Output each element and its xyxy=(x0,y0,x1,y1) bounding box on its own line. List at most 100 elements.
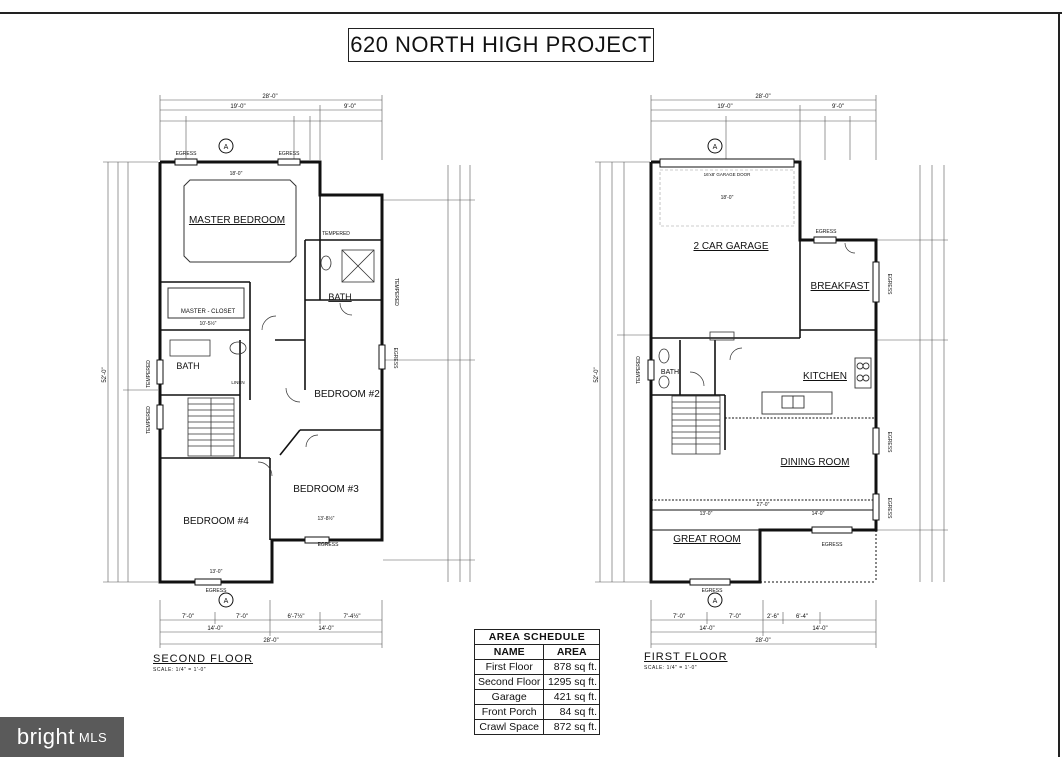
table-row: Garage 421 sq ft. xyxy=(473,689,600,705)
hall-bath-label: BATH xyxy=(176,361,199,371)
second-bottom-dim-a: 7'-0" xyxy=(182,614,194,620)
second-overall-bottom-dim: 28'-0" xyxy=(263,638,278,644)
master-closet-label: MASTER - CLOSET xyxy=(181,309,236,315)
area-row-value: 878 sq ft. xyxy=(543,659,600,675)
first-floor-flush-beams xyxy=(651,417,876,501)
second-floor-plan: 28'-0" 19'-0" 9'-0" 52'-0" xyxy=(102,94,475,648)
area-row-value: 872 sq ft. xyxy=(543,719,600,735)
bedroom-4-width-dim: 13'-0" xyxy=(210,569,223,575)
second-bottom-dim-d: 7'-4½" xyxy=(344,613,361,620)
first-egress-note-a: EGRESS xyxy=(816,229,838,235)
area-schedule-header-area: AREA xyxy=(543,644,600,660)
first-tempered-note-a: TEMPERED xyxy=(636,356,642,384)
second-floor-scale: SCALE: 1/4" = 1'-0" xyxy=(153,667,207,673)
first-floor-bath-fixtures xyxy=(658,331,735,389)
first-overall-bottom-dim: 28'-0" xyxy=(755,638,770,644)
area-row-name: Garage xyxy=(473,689,545,705)
second-left-overall-dim: 52'-0" xyxy=(102,367,108,382)
bedroom-2-label: BEDROOM #2 xyxy=(314,389,380,400)
first-floor-top-dimensions xyxy=(650,95,877,160)
area-row-name: Second Floor xyxy=(473,674,545,690)
first-egress-note-e: EGRESS xyxy=(702,588,724,594)
second-floor-windows xyxy=(156,158,386,586)
first-egress-note-c: EGRESS xyxy=(886,432,892,454)
garage-width-note: 18'-0" xyxy=(721,195,734,201)
second-floor-top-dimensions xyxy=(159,95,383,160)
first-top-left-dim: 19'-0" xyxy=(717,104,732,110)
second-overall-top-dim: 28'-0" xyxy=(262,94,277,100)
first-floor-scale: SCALE: 1/4" = 1'-0" xyxy=(644,665,698,671)
second-floor-right-dimensions xyxy=(383,165,475,582)
linen-note: LINEN xyxy=(231,380,244,385)
first-egress-note-d: EGRESS xyxy=(886,498,892,520)
second-tempered-note-a: TEMPERED xyxy=(322,231,350,237)
first-floor-title: FIRST FLOOR xyxy=(644,651,728,663)
area-schedule-table: AREA SCHEDULE NAME AREA First Floor 878 … xyxy=(473,629,600,735)
second-egress-note-d: EGRESS xyxy=(318,542,340,548)
first-bottom-dim-d: 6'-4" xyxy=(796,614,808,620)
second-bottom-dim-f: 14'-0" xyxy=(318,626,333,632)
bedroom-3-label: BEDROOM #3 xyxy=(293,484,359,495)
second-egress-note-e: EGRESS xyxy=(392,348,398,370)
second-tempered-note-c: TEMPERED xyxy=(146,360,152,388)
svg-text:A: A xyxy=(224,144,229,151)
mls-suffix-text: MLS xyxy=(78,729,108,745)
first-floor-stairs xyxy=(671,395,721,455)
second-top-left-dim: 19'-0" xyxy=(230,104,245,110)
second-tempered-note-b: TEMPERED xyxy=(393,278,399,306)
first-top-right-dim: 9'-0" xyxy=(832,104,844,110)
second-floor-bottom-dimensions xyxy=(159,600,383,648)
drawing-frame-top xyxy=(0,12,1062,14)
second-floor-stairs xyxy=(187,397,235,457)
first-floor-bottom-dimensions xyxy=(650,600,877,648)
area-row-value: 421 sq ft. xyxy=(543,689,600,705)
svg-text:A: A xyxy=(713,598,718,605)
table-row: Front Porch 84 sq ft. xyxy=(473,704,600,720)
second-bottom-dim-c: 6'-7½" xyxy=(288,613,305,620)
area-schedule-caption: AREA SCHEDULE xyxy=(474,629,600,645)
first-bottom-dim-a: 7'-0" xyxy=(673,614,685,620)
garage-door-note: 16'x8' GARAGE DOOR xyxy=(704,172,751,177)
garage-door-track xyxy=(659,169,795,227)
first-egress-note-f: EGRESS xyxy=(822,542,844,548)
master-width-dim: 18'-0" xyxy=(230,171,243,177)
kitchen-label: KITCHEN xyxy=(803,371,847,382)
first-bath-label: BATH xyxy=(661,369,679,376)
plan-title: 620 NORTH HIGH PROJECT xyxy=(348,28,654,62)
svg-text:A: A xyxy=(224,598,229,605)
first-egress-note-b: EGRESS xyxy=(886,274,892,296)
first-overall-top-dim: 28'-0" xyxy=(755,94,770,100)
second-tempered-note-d: TEMPERED xyxy=(146,406,152,434)
first-bottom-dim-e: 14'-0" xyxy=(699,626,714,632)
svg-text:A: A xyxy=(713,144,718,151)
second-bottom-dim-b: 7'-0" xyxy=(236,614,248,620)
first-bottom-dim-f: 14'-0" xyxy=(812,626,827,632)
bedroom-3-width-dim: 13'-8½" xyxy=(318,515,335,522)
master-closet-shelf xyxy=(167,287,245,319)
second-floor-door-swings xyxy=(257,302,353,477)
second-floor-section-markers: A A xyxy=(218,138,234,608)
area-row-name: Crawl Space xyxy=(473,719,545,735)
drawing-frame-right xyxy=(1058,12,1060,757)
area-row-value: 1295 sq ft. xyxy=(543,674,600,690)
second-floor-left-dimensions xyxy=(103,161,158,583)
first-floor-interior-walls xyxy=(651,240,876,450)
great-room-label: GREAT ROOM xyxy=(673,534,740,545)
first-floor-windows xyxy=(647,236,880,586)
first-floor-right-dimensions xyxy=(877,165,948,582)
first-floor-section-markers: A A xyxy=(707,138,723,608)
second-egress-note-b: EGRESS xyxy=(279,151,301,157)
great-left-dim: 13'-0" xyxy=(700,511,713,517)
second-floor-bath-fixtures xyxy=(169,249,375,357)
garage-label: 2 CAR GARAGE xyxy=(693,241,768,252)
first-floor-plan: 28'-0" 19'-0" 9'-0" 52'-0" xyxy=(594,94,948,648)
dining-width-dim: 27'-0" xyxy=(757,502,770,508)
second-bottom-dim-e: 14'-0" xyxy=(207,626,222,632)
closet-dim: 10'-5½" xyxy=(200,320,217,327)
first-left-overall-dim: 52'-0" xyxy=(594,367,600,382)
mls-brand-text: bright xyxy=(16,724,75,749)
breakfast-label: BREAKFAST xyxy=(811,281,870,292)
table-row: Crawl Space 872 sq ft. xyxy=(473,719,600,735)
garage-door xyxy=(659,158,795,168)
area-row-name: Front Porch xyxy=(473,704,545,720)
